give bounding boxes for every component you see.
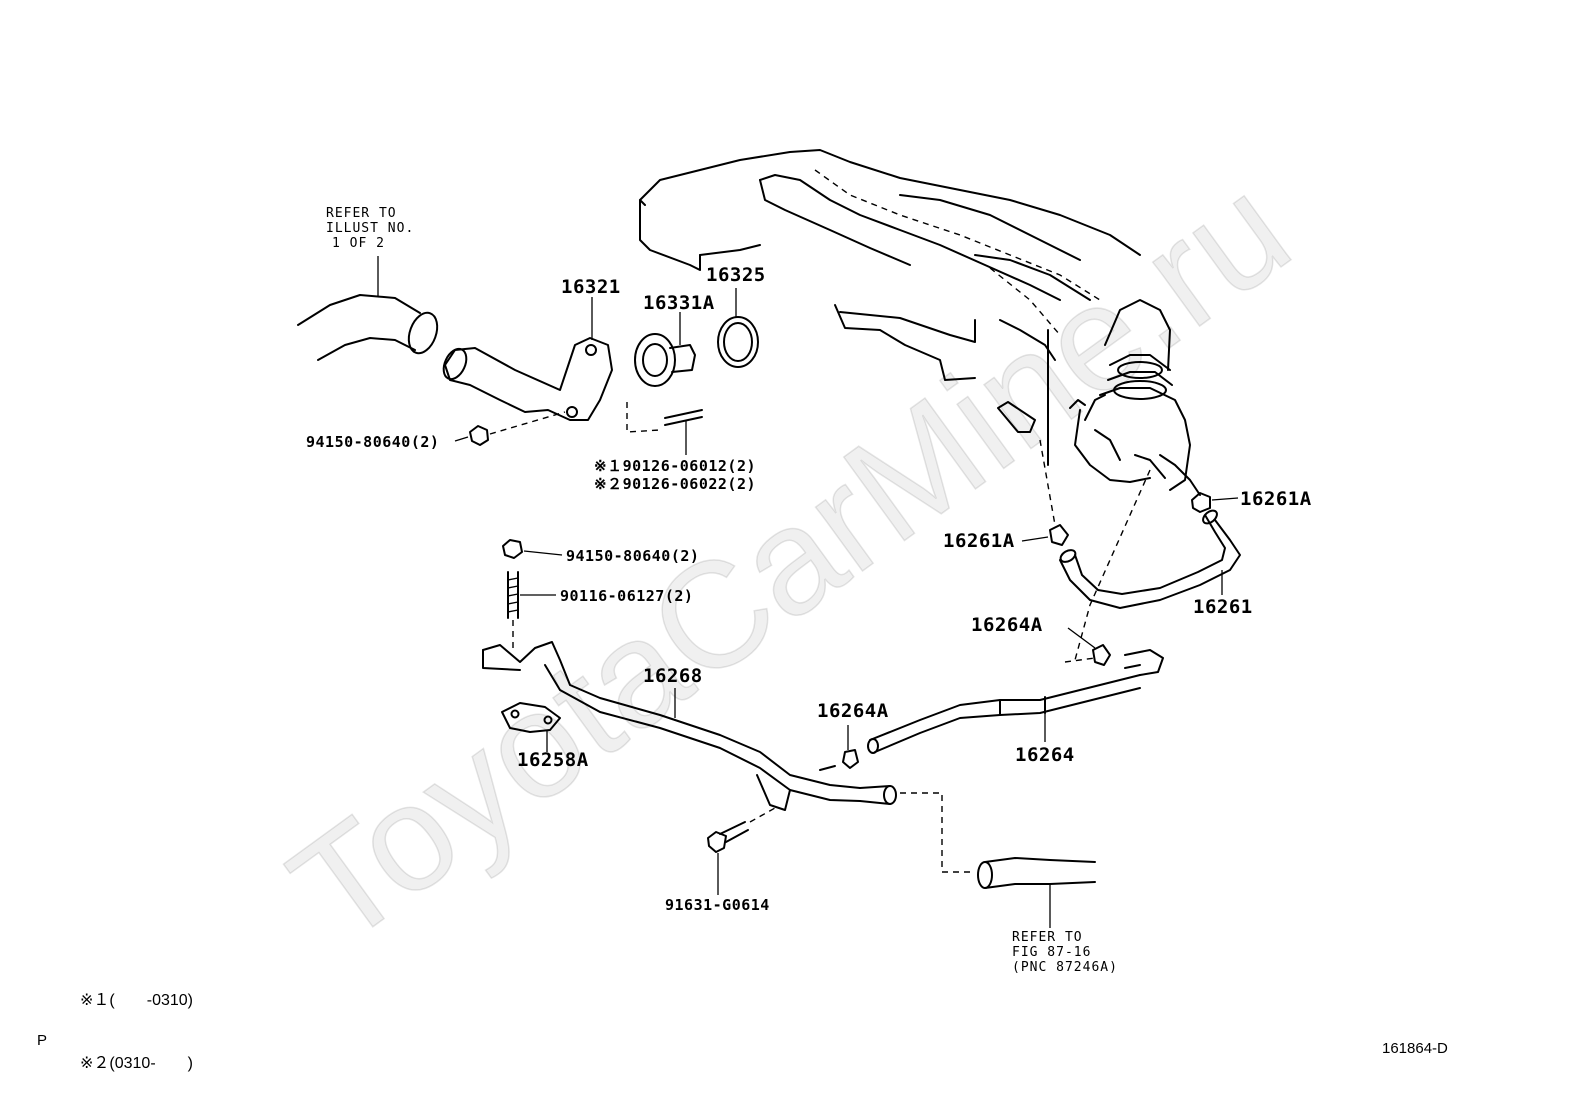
legend-line-1: ※１( -0310) <box>80 992 193 1009</box>
upper-hose <box>297 256 439 361</box>
part-label-90116[interactable]: 90116-06127(2) <box>560 587 694 605</box>
engine-outline <box>639 149 1141 466</box>
footer-left-code: P <box>37 1032 48 1049</box>
thermostat <box>634 312 696 387</box>
refer-bottom-line2: FIG 87-16 <box>1012 945 1092 960</box>
legend: ※１( -0310) ※２(0310- ) <box>80 948 193 1099</box>
water-bypass-pipe <box>482 641 975 873</box>
mid-fasteners <box>502 539 563 648</box>
refer-top-line1: REFER TO <box>326 206 397 221</box>
part-label-16331A[interactable]: 16331A <box>643 292 715 314</box>
hose-16261 <box>997 401 1241 661</box>
refer-top-note: REFER TO ILLUST NO. 1 OF 2 <box>326 206 414 251</box>
refer-bottom-line1: REFER TO <box>1012 930 1083 945</box>
gasket-plate <box>501 702 561 752</box>
footer-figure-code: 161864-D <box>1382 1040 1448 1057</box>
refer-top-line2: ILLUST NO. <box>326 221 415 236</box>
lower-hose <box>977 857 1096 928</box>
throttle-body <box>1069 299 1201 496</box>
part-label-16258A[interactable]: 16258A <box>517 749 589 771</box>
part-label-16264A-up[interactable]: 16264A <box>971 614 1043 636</box>
part-label-94150-mid[interactable]: 94150-80640(2) <box>566 547 700 565</box>
part-label-16261[interactable]: 16261 <box>1193 596 1253 618</box>
part-label-16261A-right[interactable]: 16261A <box>1240 488 1312 510</box>
refer-bottom-line3: (PNC 87246A) <box>1012 960 1118 975</box>
gasket-ring <box>717 288 759 368</box>
part-label-stud-2[interactable]: ※２90126-06022(2) <box>594 475 756 493</box>
part-label-16325[interactable]: 16325 <box>706 264 766 286</box>
part-label-94150-top[interactable]: 94150-80640(2) <box>306 433 440 451</box>
legend-line-2: ※２(0310- ) <box>80 1055 193 1072</box>
part-label-16321[interactable]: 16321 <box>561 276 621 298</box>
refer-bottom-note: REFER TO FIG 87-16 (PNC 87246A) <box>1012 930 1118 975</box>
flange-bolt <box>707 807 776 895</box>
part-label-16264[interactable]: 16264 <box>1015 744 1075 766</box>
water-inlet <box>442 297 613 421</box>
refer-top-line3: 1 OF 2 <box>332 236 385 251</box>
part-label-16268[interactable]: 16268 <box>643 665 703 687</box>
part-label-91631[interactable]: 91631-G0614 <box>665 896 770 914</box>
part-label-stud-1[interactable]: ※１90126-06012(2) <box>594 457 756 475</box>
part-label-16264A-low[interactable]: 16264A <box>817 700 889 722</box>
hose-16264 <box>842 627 1164 769</box>
part-label-16261A-left[interactable]: 16261A <box>943 530 1015 552</box>
inlet-fasteners <box>454 402 703 455</box>
